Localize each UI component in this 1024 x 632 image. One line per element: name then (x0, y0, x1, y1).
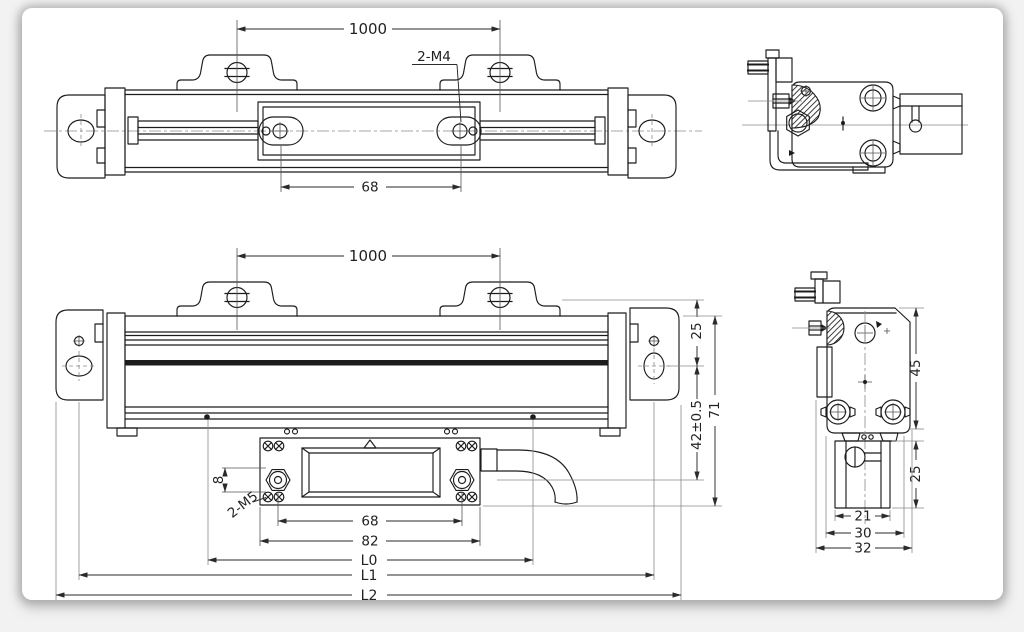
mount-hole-right (875, 399, 911, 425)
dimension-1000-top: 1000 (236, 20, 501, 38)
dim-label-21: 21 (854, 509, 871, 525)
dimension-68-front: 68 (277, 492, 463, 530)
dimension-25-foot: 25 (892, 440, 924, 509)
end-cap-right (607, 87, 629, 176)
dimension-1000-front: 1000 (236, 247, 501, 265)
head-mount-screw-right (449, 469, 475, 491)
drawing-sheet (22, 8, 1003, 600)
dim-label-8: 8 (211, 476, 227, 485)
end-bracket-left (56, 94, 106, 179)
dimension-L2: L2 (55, 402, 682, 604)
dim-label-25: 25 (689, 322, 705, 339)
end-cap-left (104, 87, 126, 176)
dim-label-71: 71 (707, 401, 723, 418)
mounting-lug-left (176, 20, 298, 112)
dimension-30: 30 (825, 436, 905, 542)
dim-label-L2: L2 (361, 588, 378, 604)
dimension-L1: L1 (78, 402, 655, 584)
dimension-71: 71 (483, 315, 723, 507)
reading-head (259, 437, 578, 506)
dim-label-68-top: 68 (361, 180, 378, 196)
end-bracket-right (629, 307, 680, 401)
measure-ref-dot-right (530, 414, 536, 420)
dimension-32: 32 (815, 400, 913, 557)
thread-label-2m5: 2-M5 (225, 488, 261, 521)
reference-triangle (363, 439, 377, 449)
front-view: 1000 8 2-M5 68 82 (55, 247, 723, 604)
mount-block-section (892, 93, 963, 155)
mounting-lug-left (176, 248, 298, 330)
dimension-82: 82 (259, 507, 481, 550)
mounting-lug-right (439, 248, 561, 330)
top-view: 1000 2-M4 68 (44, 20, 702, 196)
dimension-45: 45 (899, 307, 924, 430)
connector-plug (794, 271, 841, 304)
drive-rail (127, 116, 606, 145)
cable (480, 448, 578, 505)
thread-label-2m4: 2-M4 (417, 49, 451, 65)
dim-label-1000: 1000 (349, 20, 387, 38)
end-bracket-left (55, 309, 104, 401)
dimension-21: 21 (834, 509, 891, 525)
end-cap-right (607, 312, 627, 429)
clamp-hatch (791, 84, 821, 129)
dim-label-1000-front: 1000 (349, 247, 387, 265)
mount-bracket-section (769, 130, 869, 171)
dim-label-L0: L0 (361, 553, 378, 569)
dimension-68-top: 68 (280, 146, 462, 196)
dim-label-82: 82 (361, 534, 378, 550)
slider-plate (257, 101, 482, 161)
dimension-25-right: 25 (562, 299, 705, 367)
end-bracket-right (627, 94, 677, 179)
dimension-42: 42±0.5 (497, 365, 705, 481)
reading-head-section (748, 81, 894, 174)
dimension-L0: L0 (207, 420, 534, 569)
end-view-top (742, 49, 968, 174)
corner-screws (262, 440, 478, 503)
dim-label-32: 32 (854, 541, 871, 557)
dim-label-25-foot: 25 (908, 465, 924, 482)
dimension-8: 8 (211, 467, 266, 493)
end-cap-left (106, 312, 126, 429)
dim-label-L1: L1 (361, 568, 378, 584)
dim-label-42: 42±0.5 (689, 400, 705, 450)
head-mount-screw-left (265, 469, 291, 491)
reading-head-section (792, 307, 911, 524)
end-view-bottom: 45 25 21 30 32 (792, 271, 924, 557)
mount-hole-left (820, 399, 856, 425)
dim-label-30: 30 (854, 526, 871, 542)
connector-plug (747, 49, 793, 132)
thread-callout-2m4: 2-M4 (412, 49, 462, 123)
clamp-plate (816, 346, 833, 398)
dim-label-45: 45 (908, 359, 924, 376)
mounting-lug-right (439, 20, 561, 112)
clamp-hatch (826, 310, 845, 346)
scale-body (116, 315, 621, 437)
measure-ref-dot-left (204, 414, 210, 420)
dim-label-68-front: 68 (361, 514, 378, 530)
mounting-foot (834, 440, 891, 509)
